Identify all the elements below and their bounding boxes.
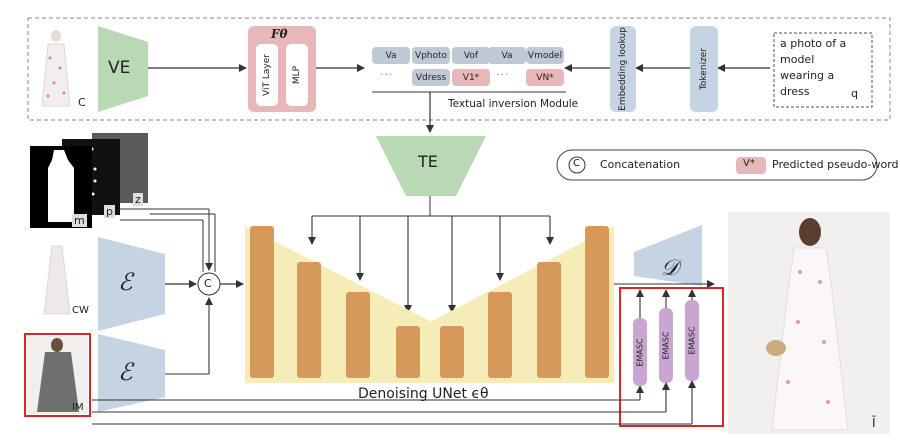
- concat-node-label: C: [204, 277, 212, 290]
- unet-decoder-bg: [430, 226, 614, 383]
- decoder-label: 𝒟: [661, 256, 679, 281]
- emasc-block-3: EMASC: [685, 300, 699, 381]
- prompt-box: [773, 32, 873, 108]
- f-theta-label: Fθ: [271, 27, 288, 41]
- token-v-dress: Vdress: [412, 69, 450, 86]
- c-label: C: [78, 96, 86, 109]
- emasc-block-2: EMASC: [659, 308, 673, 383]
- cw-encoder-shape: [98, 237, 165, 331]
- mlp-pill: [286, 44, 308, 106]
- cw-encoder-label: ℰ: [118, 268, 133, 296]
- ve-label: VE: [108, 58, 131, 78]
- prompt-line: model: [780, 53, 815, 66]
- token-v-a: Va: [372, 47, 410, 64]
- legend-box: [556, 149, 878, 181]
- unet-bar: [250, 226, 274, 378]
- pseudo-word-legend-symbol: V*: [743, 158, 755, 169]
- emasc-block-1: EMASC: [633, 318, 647, 386]
- output-label: Ĩ: [872, 416, 876, 430]
- te-label: TE: [418, 152, 438, 171]
- token-v-photo: Vphoto: [412, 47, 450, 64]
- embedding-lookup-block: Embedding lookup: [610, 26, 636, 112]
- tokenizer-block: Tokenizer: [690, 26, 718, 112]
- concat-legend-label: Concatenation: [600, 158, 681, 171]
- unet-bar: [537, 262, 561, 378]
- concat-legend-symbol: C: [573, 158, 580, 169]
- im-label: IM: [72, 402, 84, 413]
- token-v-model: Vmodel: [526, 47, 564, 64]
- token-v-a2: Va: [488, 47, 526, 64]
- prompt-line: a photo of a: [780, 37, 847, 50]
- textual-inversion-box: [27, 17, 891, 121]
- p-label: p: [104, 205, 115, 218]
- token-pseudo-1: V1*: [452, 69, 490, 86]
- unet-bar: [440, 326, 464, 378]
- im-encoder-label: ℰ: [118, 358, 133, 386]
- warped-garment-image: [40, 244, 74, 316]
- ve-encoder-shape: [98, 26, 148, 112]
- te-encoder-shape: [376, 136, 486, 196]
- unet-bar: [297, 262, 321, 378]
- prompt-line: dress: [780, 85, 810, 98]
- dress-thumbnail-image: [36, 28, 76, 108]
- unet-bar: [488, 292, 512, 378]
- masked-model-image: [27, 336, 88, 414]
- textual-inversion-label: Textual inversion Module: [448, 98, 579, 110]
- unet-bar: [346, 292, 370, 378]
- emasc-highlight-box: [619, 287, 724, 427]
- unet-bar: [396, 326, 420, 378]
- token-ellipsis: ···: [380, 68, 394, 81]
- prompt-line: wearing a: [780, 69, 835, 82]
- im-encoder-shape: [98, 334, 165, 412]
- output-model-image: [728, 212, 890, 434]
- im-highlight-box: [24, 333, 91, 417]
- z-label: z: [133, 193, 143, 206]
- unet-bar: [585, 226, 609, 378]
- unet-label: Denoising UNet ϵθ: [358, 386, 489, 402]
- vit-layer-label: ViT Layer: [262, 54, 273, 96]
- token-pseudo-n: VN*: [526, 69, 564, 86]
- m-label: m: [72, 214, 87, 227]
- vit-layer-pill: [256, 44, 278, 106]
- decoder-shape: [634, 225, 702, 286]
- token-ellipsis-2: ···: [496, 68, 510, 81]
- cw-label: CW: [72, 305, 89, 316]
- q-label: q: [851, 87, 858, 100]
- pseudo-word-legend-label: Predicted pseudo-word: [772, 158, 899, 171]
- token-v-of: Vof: [452, 47, 490, 64]
- unet-encoder-bg: [245, 226, 432, 383]
- mlp-label: MLP: [292, 65, 302, 85]
